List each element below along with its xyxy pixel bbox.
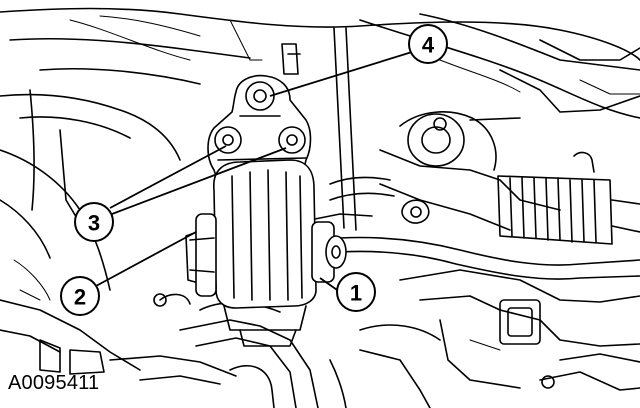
callout-2: 2: [60, 276, 100, 316]
callout-2-label: 2: [74, 285, 86, 310]
callout-1: 1: [336, 272, 376, 312]
callout-3-label: 3: [88, 211, 100, 236]
callout-3-leader-b: [111, 147, 287, 215]
callout-3-leader-a: [109, 145, 227, 209]
callout-4-label: 4: [422, 33, 435, 58]
engine-compartment-line-art: [0, 7, 640, 408]
callout-3: 3: [74, 202, 114, 242]
figure-id-label: A0095411: [8, 372, 100, 394]
callout-2-leader: [95, 231, 197, 287]
callout-4-leader: [269, 51, 413, 97]
callout-1-label: 1: [350, 281, 362, 306]
callout-4: 4: [408, 24, 448, 64]
